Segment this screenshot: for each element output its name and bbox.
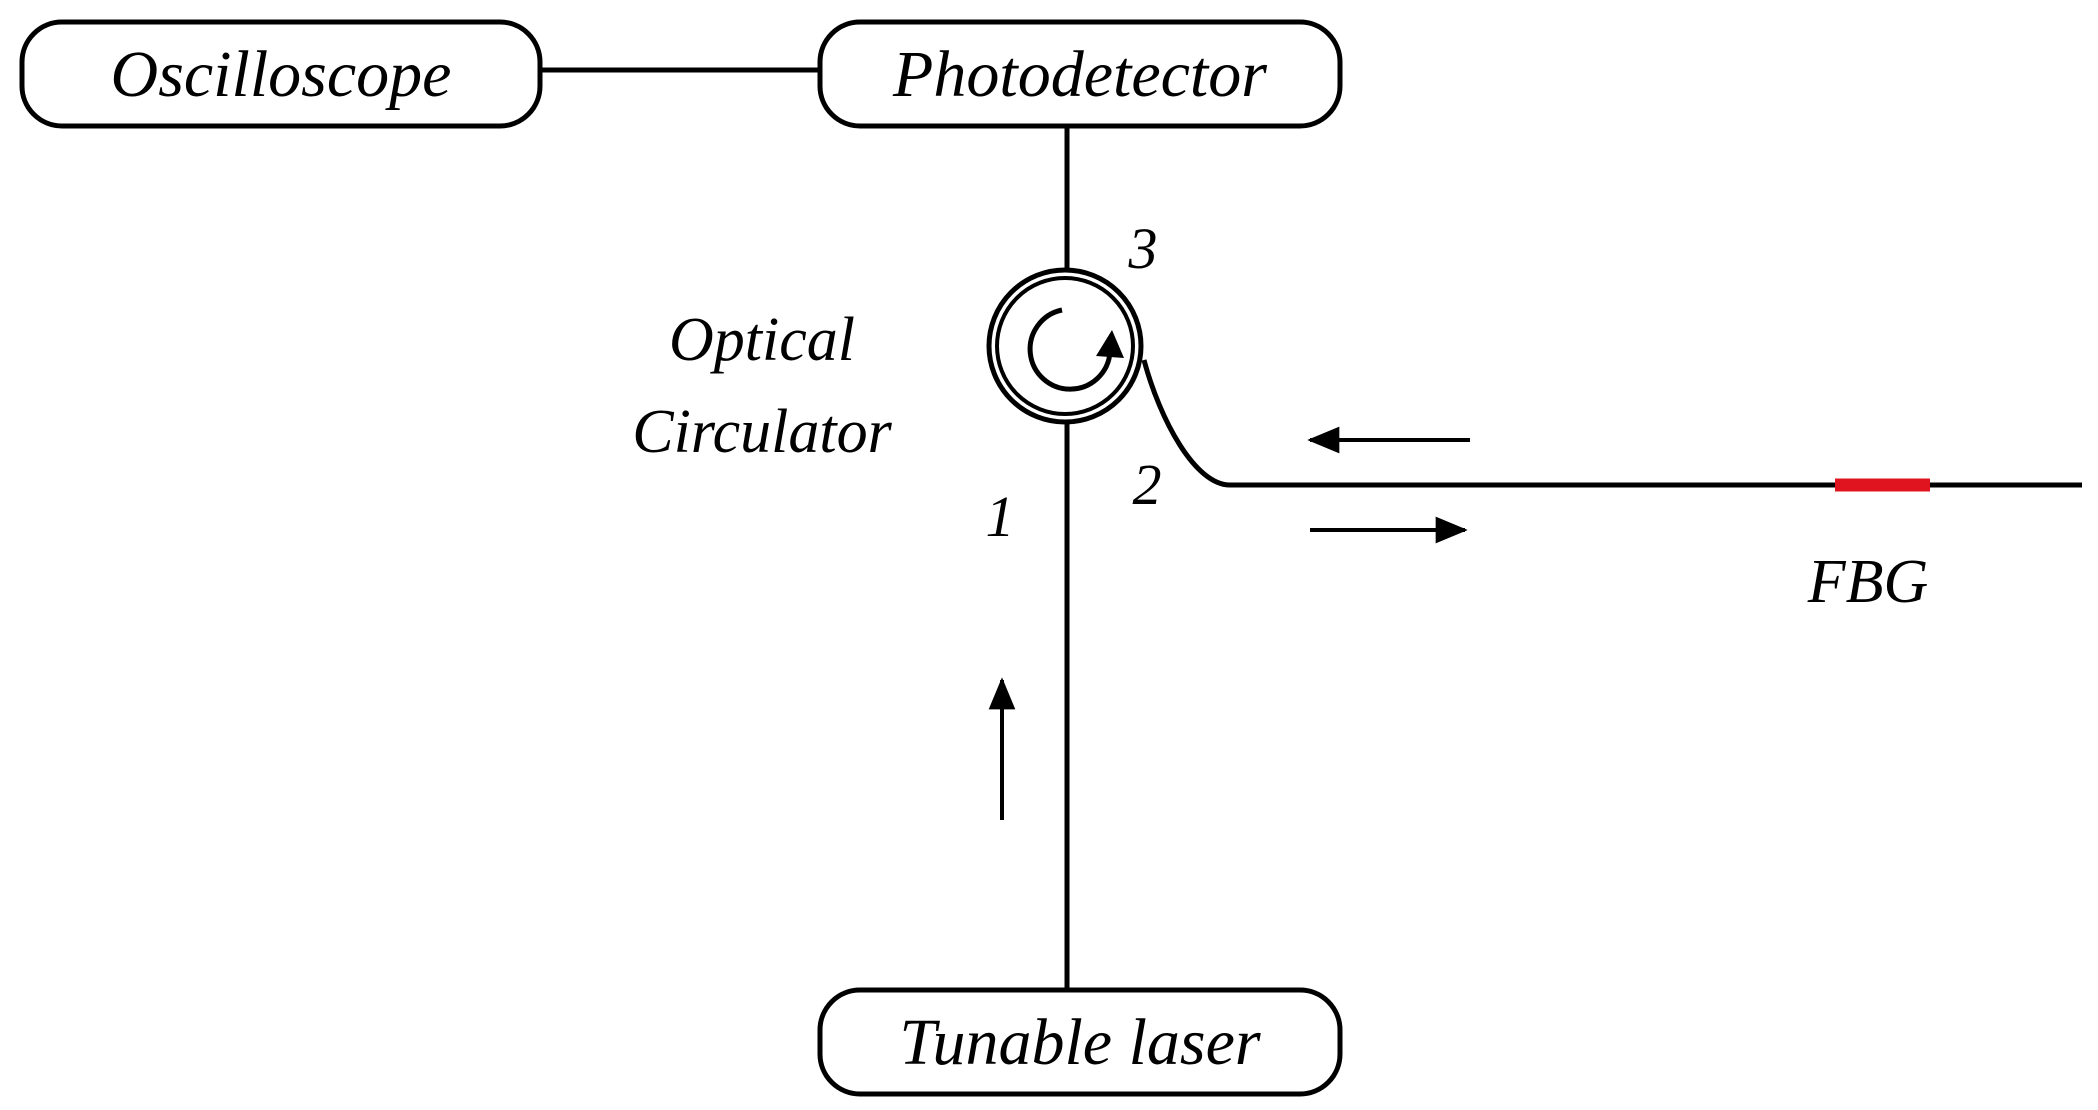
fbg-label: FBG	[1807, 548, 1929, 616]
oscilloscope-box	[19, 19, 543, 129]
circulation-arrowhead-icon	[1096, 330, 1124, 358]
oscilloscope-label: Oscilloscope	[111, 38, 452, 111]
circulation-arrow-icon	[1027, 307, 1113, 392]
port-3-label: 3	[1128, 216, 1158, 281]
circulator-outer-ring	[986, 267, 1144, 425]
tunable-laser-label: Tunable laser	[899, 1006, 1261, 1079]
circulator-port2-fiber	[1141, 359, 2082, 488]
photodetector-label: Photodetector	[892, 38, 1267, 111]
circulator-label-line2: Circulator	[632, 398, 892, 466]
circulator-label-line1: Optical	[669, 306, 855, 374]
port-2-label: 2	[1133, 452, 1162, 517]
optical-circulator	[986, 267, 1144, 425]
photodetector-box	[817, 19, 1343, 129]
circulator-inner-ring	[995, 276, 1135, 416]
port-1-label: 1	[986, 484, 1015, 549]
tunable-laser-box	[817, 987, 1343, 1097]
